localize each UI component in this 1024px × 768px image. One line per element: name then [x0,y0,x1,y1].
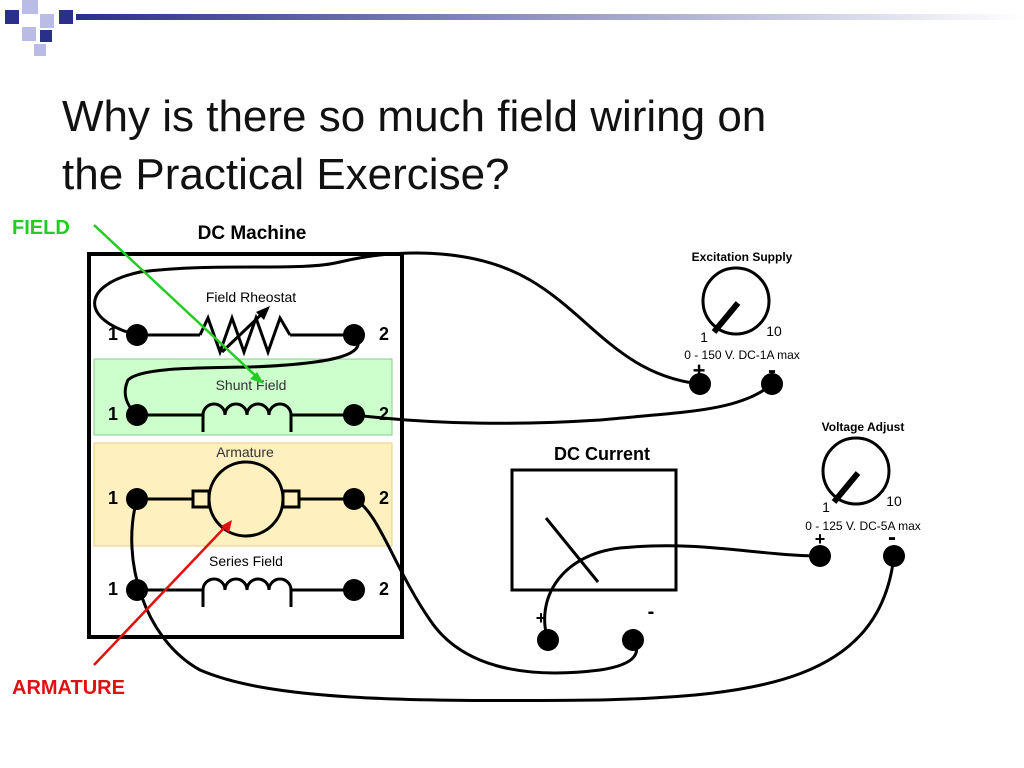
slide-decoration [5,0,1024,56]
series-field-label: Series Field [209,553,283,569]
slide-title-line-2: the Practical Exercise? [62,150,510,199]
excitation-supply-title: Excitation Supply [692,250,793,264]
excitation-dial-pointer [711,301,741,334]
rheostat-resistor-symbol [198,313,292,357]
wire-shunt2-to-excitation-minus [353,382,773,425]
dc-current-minus-label: - [648,601,655,623]
shunt-field-coil-symbol [201,402,293,432]
wire-rheostat1-to-excitation-plus [93,251,701,386]
wire-armature2-to-current-minus [353,497,638,675]
excitation-dial[interactable] [701,266,771,336]
armature-callout-arrow [93,525,227,666]
voltage-adjust-minus-label: - [888,524,896,551]
deco-square-navy-2 [59,10,73,24]
series-terminal-2[interactable] [343,579,365,601]
dc-machine-title: DC Machine [198,223,307,244]
armature-callout-label: ARMATURE [12,677,125,699]
excitation-rating: 0 - 150 V. DC-1A max [684,348,800,362]
field-callout-arrow [93,224,259,379]
excitation-dial-max: 10 [766,323,782,339]
dc-current-meter-box [510,468,678,592]
wire-rheostat2-to-shunt1 [123,333,360,417]
wire-armature1-to-voltage-adjust-minus [130,498,896,703]
armature-terminal-1-label: 1 [108,488,118,508]
excitation-dial-min: 1 [700,329,708,345]
deco-square-lavender-1 [22,0,38,14]
slide-title-line-1: Why is there so much field wiring on [62,92,767,141]
deco-square-lavender-3 [22,27,36,41]
field-callout-label: FIELD [12,217,70,239]
deco-square-navy-3 [40,30,52,42]
deco-square-lavender-2 [40,14,54,28]
deco-square-lavender-4 [34,44,46,56]
armature-callout-arrow-head [221,520,232,533]
deco-square-navy-1 [5,10,19,24]
series-field-coil-symbol [201,577,293,607]
voltage-adjust-rating: 0 - 125 V. DC-5A max [805,519,921,533]
deco-gradient-bar [76,14,1024,20]
voltage-adjust-dial-min: 1 [822,499,830,515]
voltage-adjust-dial-pointer [831,471,861,504]
armature-terminal-2-label: 2 [379,488,389,508]
field-callout-arrow-head [250,372,264,384]
shunt-terminal-1-label: 1 [108,404,118,424]
dc-current-needle [544,517,600,583]
rheostat-arrow-line [220,308,268,354]
rheostat-terminal-2-label: 2 [379,324,389,344]
excitation-minus-label: - [768,357,776,384]
shunt-terminal-2-label: 2 [379,404,389,424]
shunt-field-label: Shunt Field [216,377,287,393]
rheostat-terminal-1-label: 1 [108,324,118,344]
dc-machine-box [87,252,404,639]
voltage-adjust-title: Voltage Adjust [822,420,905,434]
voltage-adjust-plus-label: + [815,529,826,549]
wire-current-plus-to-voltage-adjust-plus [543,544,821,641]
voltage-adjust-dial-max: 10 [886,493,902,509]
dc-current-title: DC Current [554,444,650,464]
field-rheostat-label: Field Rheostat [206,289,296,305]
dc-current-plus-label: + [536,608,547,628]
series-terminal-2-label: 2 [379,579,389,599]
rheostat-arrow-head [256,306,270,320]
armature-label: Armature [216,444,274,460]
voltage-adjust-dial[interactable] [821,436,891,506]
series-terminal-1-label: 1 [108,579,118,599]
